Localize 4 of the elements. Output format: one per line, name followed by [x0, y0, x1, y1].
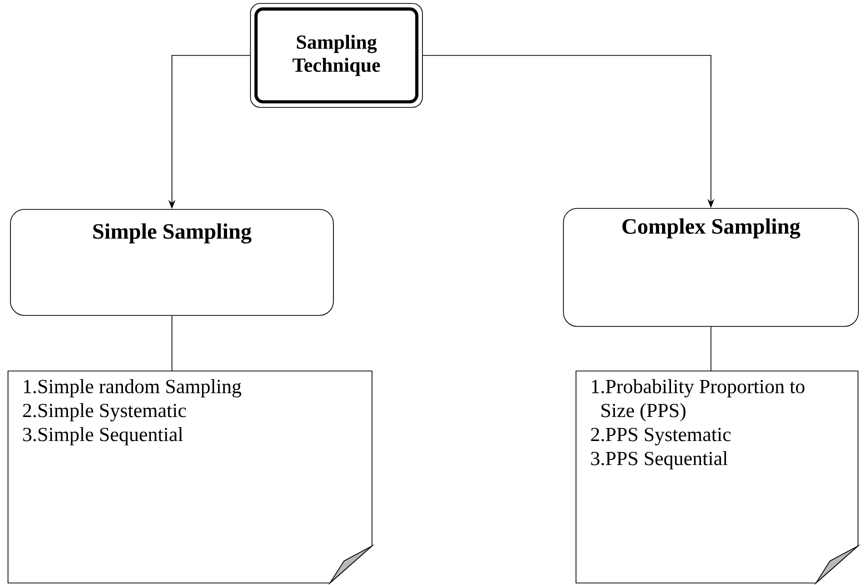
category-box: Complex Sampling [563, 208, 859, 327]
category-box: Simple Sampling [10, 208, 334, 316]
title-box: Sampling Technique [250, 3, 423, 108]
connector-line [710, 326, 712, 372]
